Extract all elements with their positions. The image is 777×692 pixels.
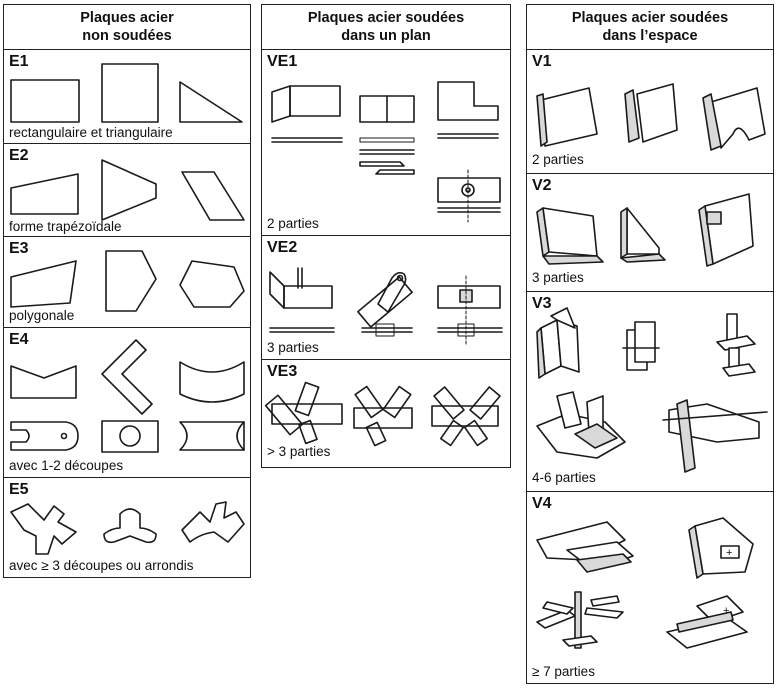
cell-caption: forme trapézoïdale <box>9 219 122 234</box>
cell-code: E4 <box>9 331 29 348</box>
cell-e5: E5 avec ≥ 3 découpes ou arrondis <box>4 477 250 579</box>
cell-caption: polygonale <box>9 308 75 323</box>
cell-v4: V4 + + ≥ 7 parties <box>527 491 773 683</box>
cell-e1: E1 rectangulaire et triangulaire <box>4 49 250 143</box>
cell-caption: > 3 parties <box>267 444 331 459</box>
column-non-welded: Plaques acier non soudées E1 rectangulai… <box>3 4 251 578</box>
column-title-welded-plane: Plaques acier soudées dans un plan <box>307 10 465 44</box>
cell-caption: ≥ 7 parties <box>532 664 595 679</box>
cell-code: E1 <box>9 53 29 70</box>
cell-code: V3 <box>532 295 552 312</box>
cell-caption: 2 parties <box>267 216 319 231</box>
cell-e2: E2 forme trapézoïdale <box>4 143 250 236</box>
cell-ve2: VE2 3 parties <box>262 235 510 359</box>
illustration-e3 <box>10 250 245 312</box>
illustration-ve2 <box>269 267 503 347</box>
column-title-welded-space: Plaques acier soudées dans l’espace <box>571 10 729 44</box>
cell-v3: V3 4-6 parties <box>527 291 773 491</box>
cell-code: V2 <box>532 177 552 194</box>
cell-code: E3 <box>9 240 29 257</box>
cell-code: E2 <box>9 147 29 164</box>
illustration-e5 <box>10 501 245 555</box>
illustration-ve1 <box>271 81 501 223</box>
cell-caption: 4-6 parties <box>532 470 596 485</box>
column-welded-plane: Plaques acier soudées dans un plan VE1 2… <box>261 4 511 468</box>
cell-caption: 3 parties <box>532 270 584 285</box>
illustration-e4 <box>10 339 245 453</box>
cell-code: E5 <box>9 481 29 498</box>
cell-code: V1 <box>532 53 552 70</box>
cell-v1: V1 2 parties <box>527 49 773 173</box>
illustration-e1 <box>10 63 243 123</box>
cell-code: V4 <box>532 495 552 512</box>
illustration-v3 <box>536 307 768 473</box>
illustration-ve3 <box>264 381 501 447</box>
cell-e4: E4 avec 1-2 découpes <box>4 327 250 477</box>
cell-caption: avec ≥ 3 découpes ou arrondis <box>9 558 194 573</box>
illustration-v4: + + <box>536 517 754 649</box>
cell-ve1: VE1 2 parties <box>262 49 510 235</box>
cell-ve3: VE3 > 3 parties <box>262 359 510 467</box>
illustration-v1 <box>536 83 766 151</box>
cell-e3: E3 polygonale <box>4 236 250 327</box>
cell-caption: avec 1-2 découpes <box>9 458 124 473</box>
svg-text:+: + <box>723 605 729 617</box>
illustration-e2 <box>10 159 245 221</box>
cell-caption: 3 parties <box>267 340 319 355</box>
column-title-non-welded: Plaques acier non soudées <box>80 10 174 44</box>
cell-code: VE3 <box>267 363 298 380</box>
svg-text:+: + <box>726 547 732 559</box>
cell-caption: rectangulaire et triangulaire <box>9 125 173 140</box>
column-welded-space: Plaques acier soudées dans l’espace V1 2… <box>526 4 774 684</box>
cell-code: VE2 <box>267 239 298 256</box>
illustration-v2 <box>536 193 754 267</box>
cell-caption: 2 parties <box>532 152 584 167</box>
cell-code: VE1 <box>267 53 298 70</box>
cell-v2: V2 3 parties <box>527 173 773 291</box>
